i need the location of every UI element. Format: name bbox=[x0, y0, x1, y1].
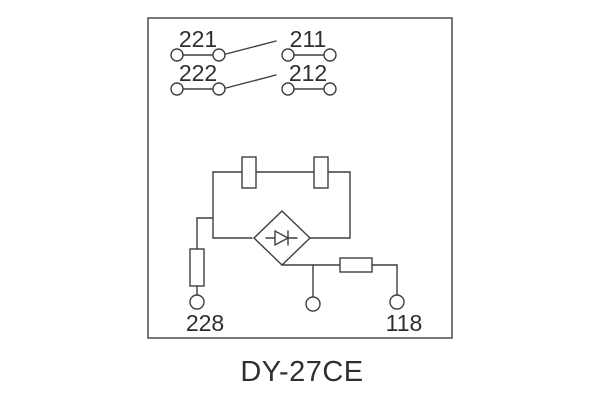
resistor-vertical bbox=[189, 248, 205, 287]
coil-rectangle-1 bbox=[241, 156, 257, 189]
terminal-circle-middle bbox=[305, 296, 321, 312]
contact-circle bbox=[323, 82, 337, 96]
contact-circle bbox=[323, 48, 337, 62]
bottom-terminals: 228 118 bbox=[186, 294, 423, 336]
terminal-label-228: 228 bbox=[186, 310, 224, 336]
terminal-circle-118 bbox=[389, 294, 405, 310]
terminal-circle-228 bbox=[189, 294, 205, 310]
contact-circle bbox=[281, 82, 295, 96]
coil-rectangle-2 bbox=[313, 156, 329, 189]
model-title: DY-27CE bbox=[240, 356, 363, 388]
switch-blade bbox=[225, 40, 277, 55]
contact-label-211: 211 bbox=[290, 26, 327, 52]
contact-label-222: 222 bbox=[179, 60, 217, 86]
terminal-label-118: 118 bbox=[386, 310, 423, 336]
contact-label-221: 221 bbox=[179, 26, 217, 52]
contact-row-2: 222 212 bbox=[170, 60, 337, 96]
contact-circle bbox=[212, 48, 226, 62]
contact-circle bbox=[170, 82, 184, 96]
contact-row-1: 221 211 bbox=[170, 26, 337, 62]
switch-blade bbox=[225, 74, 277, 89]
diode-icon bbox=[265, 229, 298, 247]
contact-label-212: 212 bbox=[289, 60, 327, 86]
diode-triangle bbox=[274, 229, 290, 247]
contact-circle bbox=[212, 82, 226, 96]
coil-circuit bbox=[189, 156, 398, 298]
resistor-horizontal bbox=[339, 257, 373, 273]
